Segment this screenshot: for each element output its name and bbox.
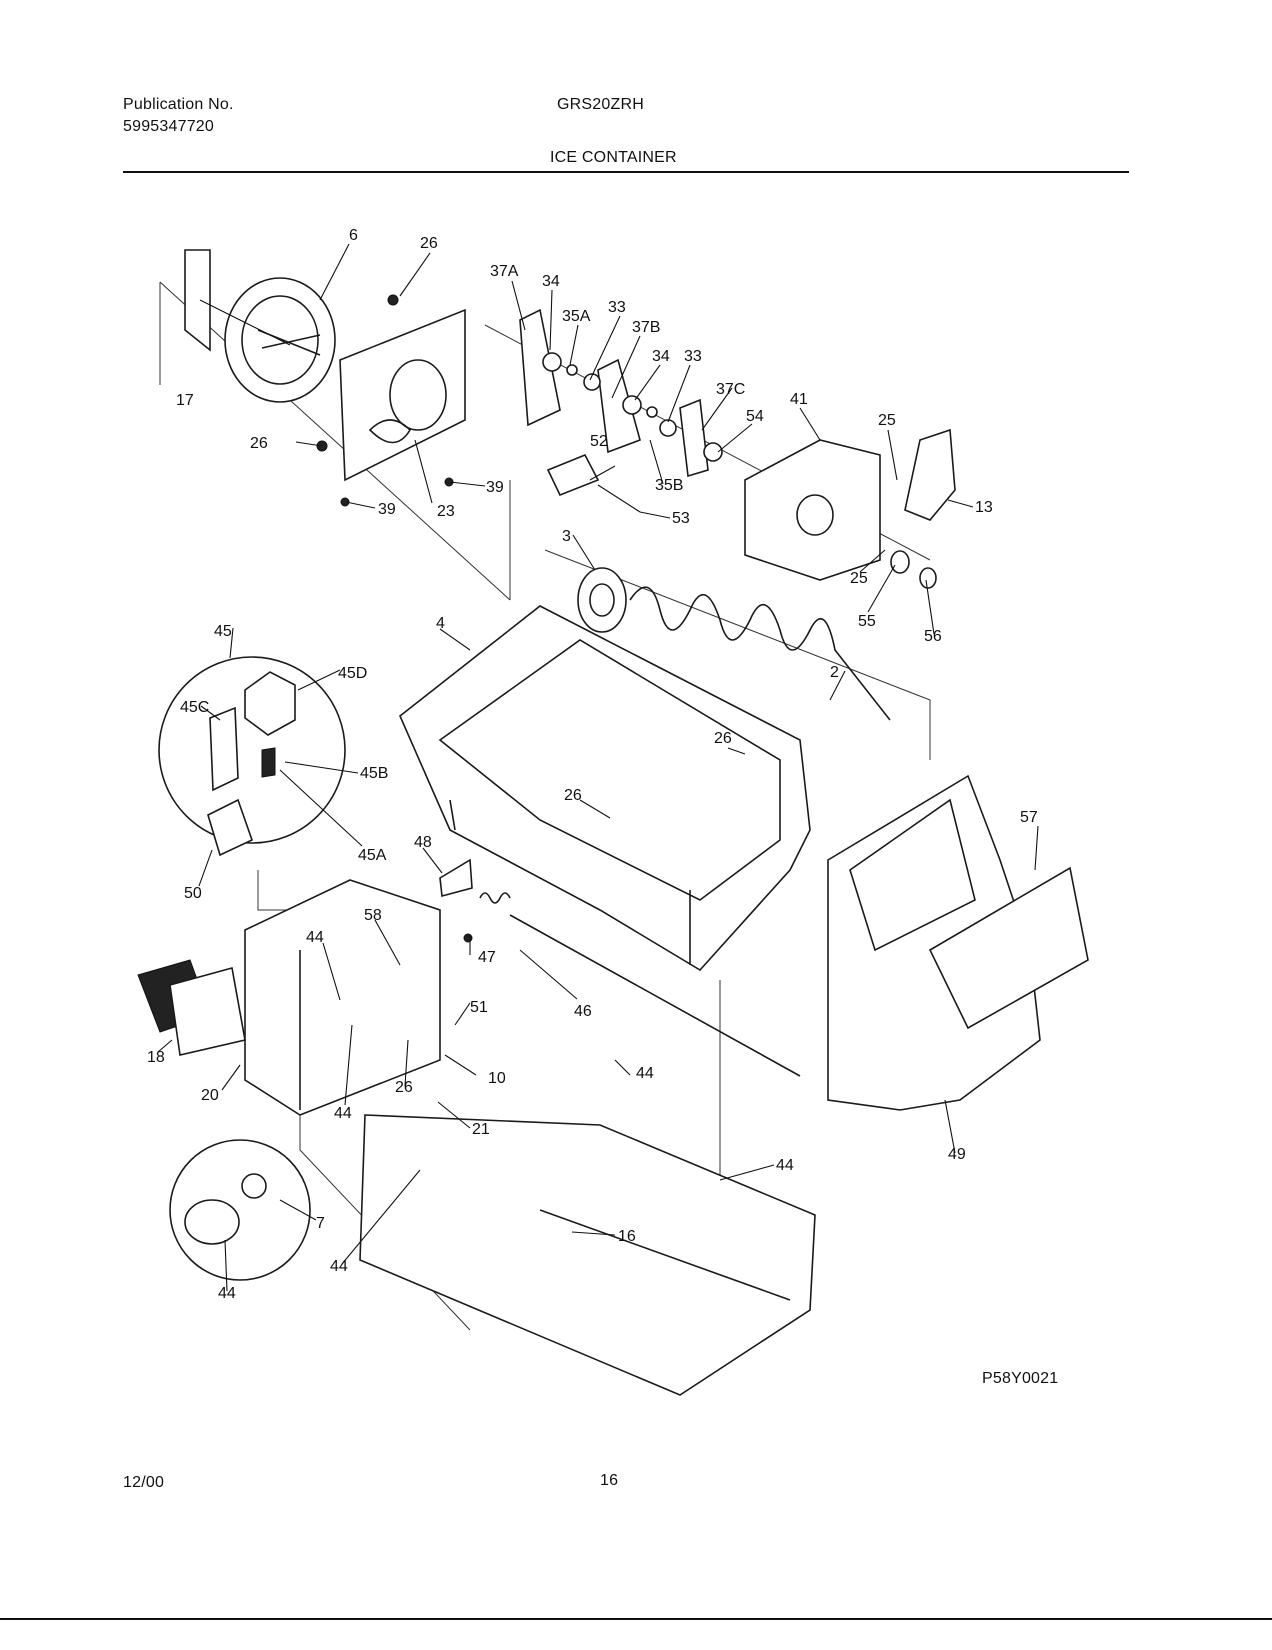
part-45-solenoid-detail (158, 656, 346, 857)
callout-label: 55 (858, 613, 876, 630)
part-6-auger-wheel (199, 277, 336, 403)
part-17-panel (184, 249, 211, 352)
callout-label: 44 (218, 1285, 236, 1302)
callout-label: 7 (316, 1215, 325, 1232)
callout-label: 41 (790, 391, 808, 408)
callout-label: 44 (330, 1258, 348, 1275)
callout-label: 44 (636, 1065, 654, 1082)
callout-label: 4 (436, 615, 445, 632)
callout-label: 44 (306, 929, 324, 946)
callout-label: 21 (472, 1121, 490, 1138)
part-57-door (928, 866, 1089, 1030)
callout-label: 25 (850, 570, 868, 587)
retaining-rings (890, 550, 937, 589)
callout-label: 45 (214, 623, 232, 640)
part-15-bulb-detail (169, 1139, 311, 1281)
part-41-housing (744, 439, 881, 581)
callout-label: 54 (746, 408, 764, 425)
callout-label: 3 (562, 528, 571, 545)
callout-label: 33 (684, 348, 702, 365)
callout-label: 50 (184, 885, 202, 902)
callout-label: 58 (364, 907, 382, 924)
assembly-guide-lines (159, 281, 931, 1331)
callout-label: 26 (250, 435, 268, 452)
callout-label: 39 (378, 501, 396, 518)
part-23-bracket-plate (339, 308, 466, 482)
part-47-spring (439, 858, 511, 904)
publication-number: 5995347720 (123, 118, 214, 135)
callout-label: 6 (349, 227, 358, 244)
callout-label: 35B (655, 477, 683, 494)
callout-label: 46 (574, 1003, 592, 1020)
part-3-bearing (577, 567, 627, 633)
callout-label: 34 (542, 273, 560, 290)
part-4-ice-bin (399, 605, 811, 972)
part-18-motor (137, 959, 246, 1056)
callout-label: 13 (975, 499, 993, 516)
callout-label: 35A (562, 308, 591, 325)
callout-label: 45B (360, 765, 388, 782)
callout-label: 2 (830, 664, 839, 681)
callout-label: 34 (652, 348, 670, 365)
section-title: ICE CONTAINER (550, 149, 677, 166)
callout-label: 44 (334, 1105, 352, 1122)
part-13-chute (904, 428, 956, 521)
callout-label: 48 (414, 834, 432, 851)
figure-code: P58Y0021 (982, 1370, 1059, 1387)
callout-label: 17 (176, 392, 194, 409)
leader-lines (157, 243, 1039, 1292)
callout-labels: 6 26 37A 34 35A 33 37B 34 33 37C 54 41 2… (147, 227, 1038, 1302)
callout-label: 25 (878, 412, 896, 429)
callout-label: 37B (632, 319, 660, 336)
callout-label: 45C (180, 699, 209, 716)
callout-label: 47 (478, 949, 496, 966)
crusher-blade-assembly (519, 308, 723, 513)
callout-label: 39 (486, 479, 504, 496)
part-49-base-tray (359, 1114, 816, 1396)
footer-divider (0, 1618, 1272, 1620)
callout-label: 23 (437, 503, 455, 520)
callout-label: 26 (395, 1079, 413, 1096)
publication-label: Publication No. (123, 96, 234, 113)
callout-label: 37A (490, 263, 519, 280)
callout-label: 45A (358, 847, 387, 864)
page-number: 16 (600, 1472, 619, 1489)
callout-label: 10 (488, 1070, 506, 1087)
callout-label: 49 (948, 1146, 966, 1163)
part-7-front-panel (827, 774, 1041, 1111)
callout-label: 26 (420, 235, 438, 252)
callout-label: 53 (672, 510, 690, 527)
callout-label: 18 (147, 1049, 165, 1066)
header-divider (123, 171, 1129, 173)
callout-label: 51 (470, 999, 488, 1016)
callout-label: 26 (714, 730, 732, 747)
callout-label: 57 (1020, 809, 1038, 826)
callout-label: 45D (338, 665, 367, 682)
callout-label: 37C (716, 381, 745, 398)
callout-label: 52 (590, 433, 608, 450)
callout-label: 26 (564, 787, 582, 804)
part-20-motor-housing (244, 879, 441, 1116)
callout-label: 56 (924, 628, 942, 645)
callout-label: 20 (201, 1087, 219, 1104)
model-number: GRS20ZRH (557, 96, 644, 113)
callout-label: 33 (608, 299, 626, 316)
part-2-auger-coil (629, 586, 891, 721)
part-46-rod (509, 914, 801, 1077)
footer-date: 12/00 (123, 1474, 165, 1491)
callout-label: 16 (618, 1228, 636, 1245)
callout-label: 44 (776, 1157, 794, 1174)
